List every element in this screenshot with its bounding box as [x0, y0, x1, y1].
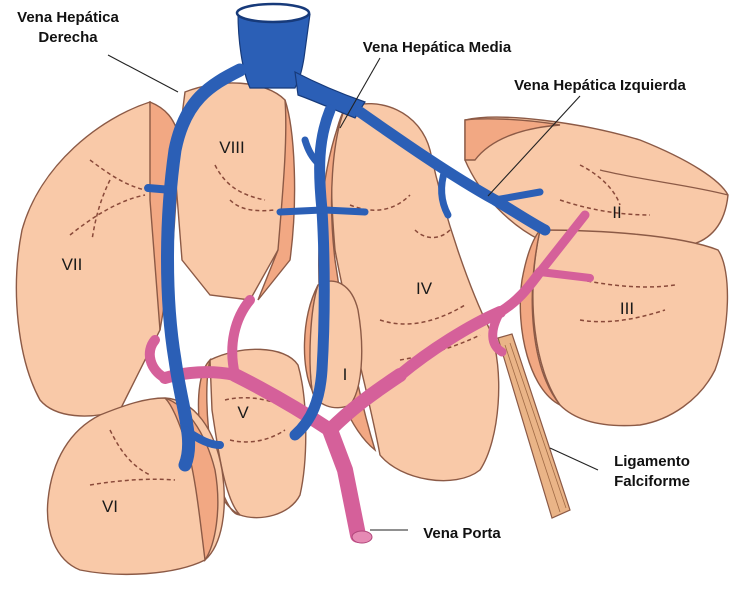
label-middle-hepatic-vein: Vena Hepática Media [363, 39, 512, 56]
segment-label-viii: VIII [219, 138, 245, 157]
segment-vi-lobe [46, 397, 225, 575]
hepatic-veins [144, 2, 551, 472]
segment-viii-lobe [174, 82, 296, 301]
segment-label-v: V [237, 403, 249, 422]
label-portal-vein: Vena Porta [423, 525, 501, 542]
segment-label-ii: II [612, 203, 621, 222]
label-right-hepatic-vein-line1: Vena Hepática [17, 9, 119, 26]
segment-label-vi: VI [102, 497, 118, 516]
leader-falciform-ligament [549, 447, 599, 471]
segment-label-iv: IV [416, 279, 433, 298]
segment-label-iii: III [620, 299, 634, 318]
label-left-hepatic-vein: Vena Hepática Izquierda [514, 77, 686, 94]
structure-labels: Vena Hepática Derecha Vena Hepática Medi… [17, 9, 690, 542]
label-right-hepatic-vein-line2: Derecha [38, 29, 98, 46]
leader-lines [107, 54, 599, 531]
segment-ii-lobe [464, 116, 729, 246]
label-falciform-ligament-line1: Ligamento [614, 453, 690, 470]
leader-right-hepatic-vein [107, 54, 179, 93]
segment-label-vii: VII [62, 255, 83, 274]
segment-i-lobe [303, 280, 363, 409]
leader-middle-hepatic-vein [339, 57, 381, 129]
portal-vein [144, 210, 594, 544]
label-falciform-ligament-line2: Falciforme [614, 473, 690, 490]
segment-labels: VIII VII IV II III I V VI [62, 138, 634, 516]
leader-left-hepatic-vein [487, 95, 581, 197]
falciform-ligament [497, 333, 571, 519]
segment-label-i: I [343, 365, 348, 384]
